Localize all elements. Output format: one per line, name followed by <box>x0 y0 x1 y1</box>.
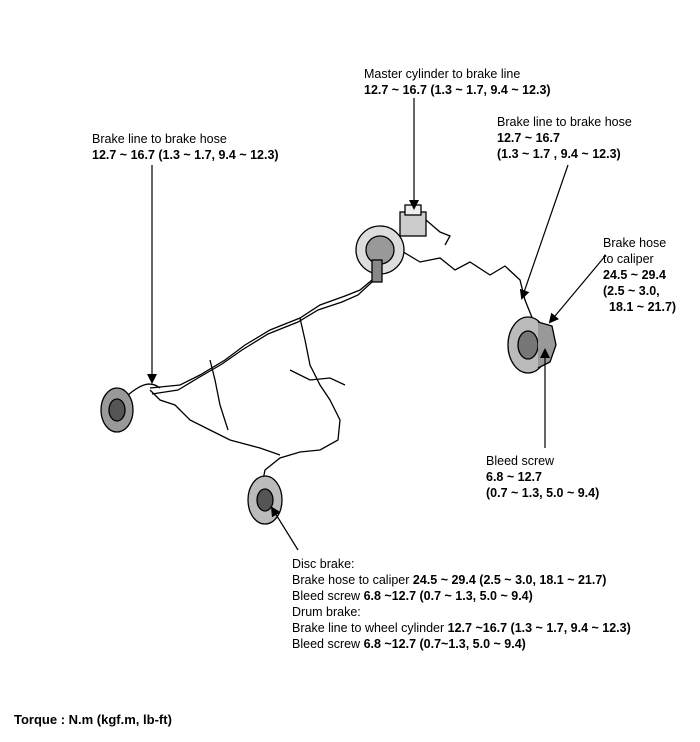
drum-line-torque: 12.7 ~16.7 (1.3 ~ 1.7, 9.4 ~ 12.3) <box>447 621 631 635</box>
disc-bleed-label: Bleed screw <box>292 589 364 603</box>
brake-line-hose-left-title: Brake line to brake hose <box>92 132 227 146</box>
drum-line-row: Brake line to wheel cylinder 12.7 ~16.7 … <box>292 620 631 636</box>
master-cylinder-title: Master cylinder to brake line <box>364 67 521 81</box>
disc-brake-heading: Disc brake: <box>292 557 355 571</box>
brake-hose-caliper-torque-1: 24.5 ~ 29.4 <box>603 268 666 282</box>
bleed-screw-callout: Bleed screw 6.8 ~ 12.7 (0.7 ~ 1.3, 5.0 ~… <box>486 453 599 501</box>
brake-hose-caliper-title-1: Brake hose <box>603 236 667 250</box>
brake-lines <box>127 249 536 486</box>
disc-hose-label: Brake hose to caliper <box>292 573 413 587</box>
brake-line-hose-right-torque-2: (1.3 ~ 1.7 , 9.4 ~ 12.3) <box>497 147 621 161</box>
bleed-screw-torque-1: 6.8 ~ 12.7 <box>486 470 542 484</box>
master-cylinder-callout: Master cylinder to brake line 12.7 ~ 16.… <box>364 66 551 98</box>
drum-line-label: Brake line to wheel cylinder <box>292 621 448 635</box>
disc-bleed-row: Bleed screw 6.8 ~12.7 (0.7 ~ 1.3, 5.0 ~ … <box>292 588 631 604</box>
drum-bleed-row: Bleed screw 6.8 ~12.7 (0.7~1.3, 5.0 ~ 9.… <box>292 636 631 652</box>
rear-left-brake <box>100 387 134 433</box>
brake-line-hose-right-title: Brake line to brake hose <box>497 115 632 129</box>
brake-line-hose-left-torque: 12.7 ~ 16.7 (1.3 ~ 1.7, 9.4 ~ 12.3) <box>92 148 279 162</box>
disc-bleed-torque: 6.8 ~12.7 (0.7 ~ 1.3, 5.0 ~ 9.4) <box>363 589 533 603</box>
disc-hose-torque: 24.5 ~ 29.4 (2.5 ~ 3.0, 18.1 ~ 21.7) <box>412 573 607 587</box>
brake-line-hose-right-torque-1: 12.7 ~ 16.7 <box>497 131 560 145</box>
bleed-screw-title: Bleed screw <box>486 454 555 468</box>
brake-hose-caliper-torque-2: (2.5 ~ 3.0, <box>603 284 660 298</box>
bleed-screw-torque-2: (0.7 ~ 1.3, 5.0 ~ 9.4) <box>486 486 600 500</box>
drum-bleed-label: Bleed screw <box>292 637 364 651</box>
brake-line-hose-right-callout: Brake line to brake hose 12.7 ~ 16.7 (1.… <box>497 114 632 162</box>
master-cylinder-assembly <box>355 204 451 283</box>
drum-brake-heading: Drum brake: <box>292 605 361 619</box>
brake-hose-caliper-title-2: to caliper <box>603 252 654 266</box>
brake-hose-caliper-torque-3: 18.1 ~ 21.7) <box>609 300 677 314</box>
leader-arrows <box>147 98 607 551</box>
brake-hose-caliper-callout: Brake hose to caliper 24.5 ~ 29.4 (2.5 ~… <box>603 235 676 315</box>
drum-bleed-torque: 6.8 ~12.7 (0.7~1.3, 5.0 ~ 9.4) <box>363 637 526 651</box>
brake-line-hose-left-callout: Brake line to brake hose 12.7 ~ 16.7 (1.… <box>92 131 279 163</box>
master-cylinder-torque: 12.7 ~ 16.7 (1.3 ~ 1.7, 9.4 ~ 12.3) <box>364 83 551 97</box>
front-disc-brake <box>507 316 557 374</box>
disc-hose-row: Brake hose to caliper 24.5 ~ 29.4 (2.5 ~… <box>292 572 631 588</box>
torque-units-note: Torque : N.m (kgf.m, lb-ft) <box>14 712 172 727</box>
rear-brake-callout: Disc brake: Brake hose to caliper 24.5 ~… <box>292 556 631 652</box>
